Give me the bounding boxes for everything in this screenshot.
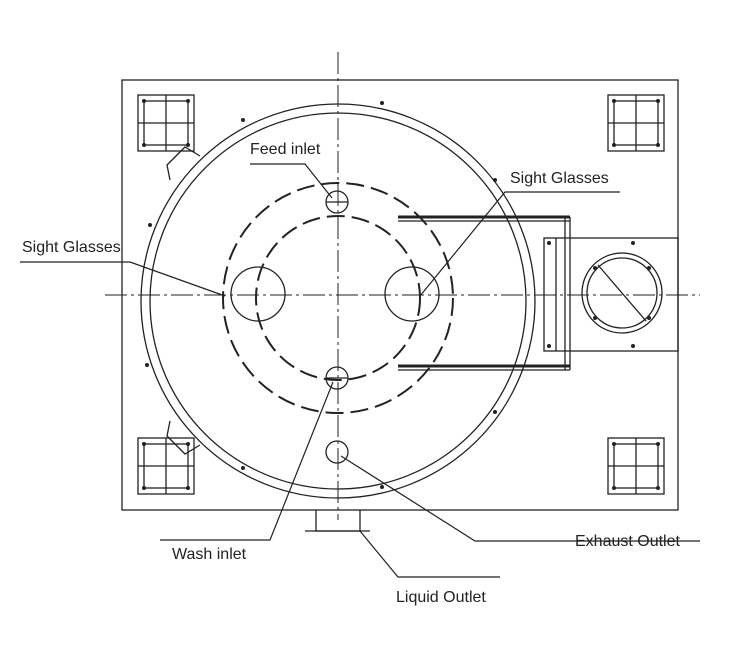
exhaust-flange-bolt [647, 316, 651, 320]
sight-glass-right [384, 266, 440, 322]
exhaust-box-bolt [547, 344, 551, 348]
exhaust-outlet-label: Exhaust Outlet [575, 533, 680, 550]
shell-stud [380, 485, 384, 489]
anchor-bolt [656, 486, 660, 490]
anchor-bolt [612, 486, 616, 490]
anchor-bolt [656, 143, 660, 147]
vessel-inner-shell [149, 112, 527, 490]
liquid-outlet-label: Liquid Outlet [396, 589, 486, 606]
exhaust-box-bolt [631, 241, 635, 245]
dashed-inner-ring [255, 215, 421, 381]
anchor-bolt [656, 442, 660, 446]
anchor-bolt [186, 442, 190, 446]
wash-inlet-label: Wash inlet [172, 546, 247, 563]
anchor-bolt [186, 99, 190, 103]
shell-stud [241, 466, 245, 470]
sight-glass-left [230, 266, 286, 322]
anchor-pad-top-left [137, 94, 195, 152]
anchor-bolt [142, 486, 146, 490]
shell-stud [145, 363, 149, 367]
leader-liquid-outlet [359, 530, 500, 578]
anchor-pad-bottom-right [607, 437, 665, 495]
shell-stud [493, 178, 497, 182]
anchor-bolt [186, 486, 190, 490]
exhaust-box-bolt [547, 241, 551, 245]
anchor-bolt [142, 143, 146, 147]
lifting-handle-bottom-left [166, 420, 201, 455]
lifting-handle-top-left [166, 146, 201, 181]
shell-stud [493, 410, 497, 414]
shell-stud [241, 118, 245, 122]
feed-inlet-label: Feed inlet [250, 141, 321, 158]
anchor-pad-top-right [607, 94, 665, 152]
leader-feed-inlet [250, 163, 333, 199]
exhaust-box-bolt [631, 344, 635, 348]
shell-stud [380, 101, 384, 105]
sight-glasses-left-label: Sight Glasses [22, 239, 121, 256]
anchor-bolt [186, 143, 190, 147]
exhaust-outlet-box [543, 237, 679, 352]
drain-nozzle [315, 510, 361, 532]
anchor-pad-bottom-left [137, 437, 195, 495]
anchor-bolt [612, 143, 616, 147]
sight-glasses-right-label: Sight Glasses [510, 170, 609, 187]
dashed-outer-ring [222, 182, 454, 414]
anchor-bolt [142, 99, 146, 103]
leader-sight-glasses-right [419, 191, 620, 297]
leader-wash-inlet [160, 381, 334, 541]
liquid-outlet-port [325, 440, 349, 464]
exhaust-flange-bolt [593, 266, 597, 270]
leader-lines [20, 163, 700, 578]
anchor-bolt [612, 99, 616, 103]
anchor-bolt [656, 99, 660, 103]
exhaust-outlet-port [581, 252, 663, 334]
exhaust-flange-bolt [593, 316, 597, 320]
anchor-bolt [612, 442, 616, 446]
leader-exhaust-outlet [340, 455, 700, 542]
shell-stud [148, 223, 152, 227]
exhaust-flange-bolt [647, 266, 651, 270]
leader-sight-glasses-left [20, 261, 226, 297]
anchor-bolt [142, 442, 146, 446]
vessel-outer-shell [140, 103, 536, 499]
